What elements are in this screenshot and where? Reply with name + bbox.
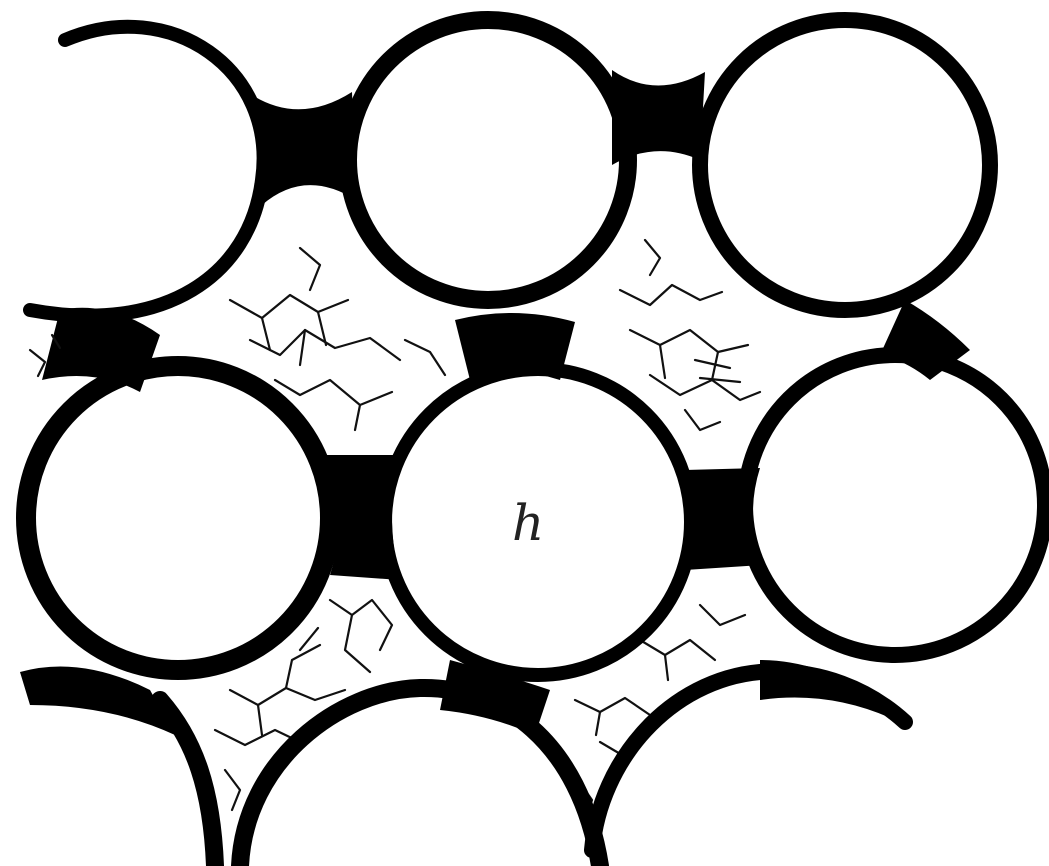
cell-wall-bottom-center	[240, 688, 600, 866]
cell-wall-bottom-left	[160, 700, 215, 866]
lumen-label: h	[512, 494, 544, 552]
cell-wall-middle-left	[26, 366, 330, 670]
cell-wall-top-center	[348, 20, 628, 300]
cell-wall-bottom-right	[592, 672, 905, 850]
cell-wall-top-left	[30, 27, 264, 316]
cell-wall-middle-right	[745, 355, 1045, 655]
cell-wall-top-right	[700, 20, 990, 310]
cell-walls	[26, 20, 1045, 866]
